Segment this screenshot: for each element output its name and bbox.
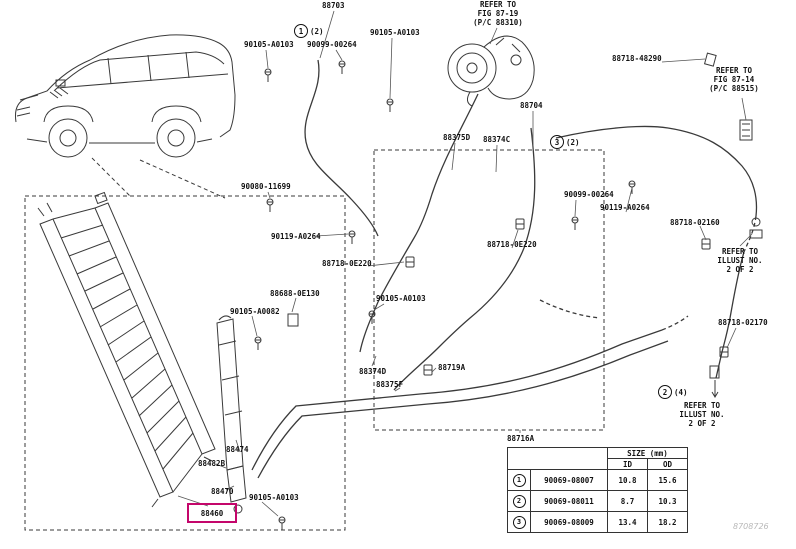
part-label-90099-00264: 90099-00264 [307,40,357,49]
part-label-88375d: 88375D [443,133,471,142]
part-label-88688-0e130: 88688-0E130 [270,289,320,298]
part-label-88482b: 88482B [198,459,226,468]
row-part-number: 90069-08011 [530,490,608,512]
part-label-90119-a0264: 90119-A0264 [600,203,650,212]
callout-3: 3(2) [550,135,580,149]
compressor [447,35,535,107]
row-callout: 2 [512,494,526,508]
part-label-88460: 88460 [200,508,224,518]
row-part-number: 90069-08007 [530,469,608,491]
part-label-88704: 88704 [520,101,543,110]
row-id-value: 13.4 [607,511,648,533]
part-label-88718-0e220: 88718-0E220 [487,240,537,249]
table-row: 2 90069-08011 8.7 10.3 [507,490,688,512]
part-label-90105-a0082: 90105-A0082 [230,307,280,316]
part-label-88719a: 88719A [438,363,466,372]
part-label-88474: 88474 [226,445,249,454]
part-label-90105-a0103: 90105-A0103 [370,28,420,37]
part-label-90105-a0103: 90105-A0103 [376,294,426,303]
oring-size-table: SIZE (mm) ID OD 1 90069-08007 10.8 15.6 … [507,447,688,533]
receiver-drier [216,315,247,514]
row-od-value: 15.6 [647,469,688,491]
row-id-value: 8.7 [607,490,648,512]
part-label-88470: 88470 [211,487,234,496]
row-od-value: 10.3 [647,490,688,512]
part-label-88703: 88703 [322,1,345,10]
part-label-90080-11699: 90080-11699 [241,182,291,191]
part-label-88718-02170: 88718-02170 [718,318,768,327]
part-label-88718-02160: 88718-02160 [670,218,720,227]
callout-1: 1(2) [294,24,324,38]
part-label-88718-48290: 88718-48290 [612,54,662,63]
diagram-code: 8708726 [733,522,769,531]
part-label-88716a: 88716A [507,434,535,443]
row-callout: 1 [512,473,526,487]
leader-lines [177,10,753,517]
part-label-88374c: 88374C [483,135,511,144]
row-od-value: 18.2 [647,511,688,533]
part-label-88374d: 88374D [359,367,387,376]
od-header: OD [647,458,688,470]
part-label-90099-00264: 90099-00264 [564,190,614,199]
row-part-number: 90069-08009 [530,511,608,533]
part-label-90119-a0264: 90119-A0264 [271,232,321,241]
size-header: SIZE (mm) [607,447,688,459]
id-header: ID [607,458,648,470]
part-label-88718-0e220: 88718-0E220 [322,259,372,268]
part-label-88375f: 88375F [376,380,404,389]
vehicle-sketch [15,34,236,199]
highlighted-part-box: 88460 [187,503,237,523]
row-id-value: 10.8 [607,469,648,491]
assembly-boundaries [24,149,605,531]
condenser-unit [37,191,216,508]
callout-2: 2(4) [658,385,688,399]
table-row: 3 90069-08009 13.4 18.2 [507,511,688,533]
part-label-90105-a0103: 90105-A0103 [244,40,294,49]
table-row: 1 90069-08007 10.8 15.6 [507,469,688,491]
row-callout: 3 [512,515,526,529]
clamp-fittings [287,52,763,398]
part-label-90105-a0103: 90105-A0103 [249,493,299,502]
